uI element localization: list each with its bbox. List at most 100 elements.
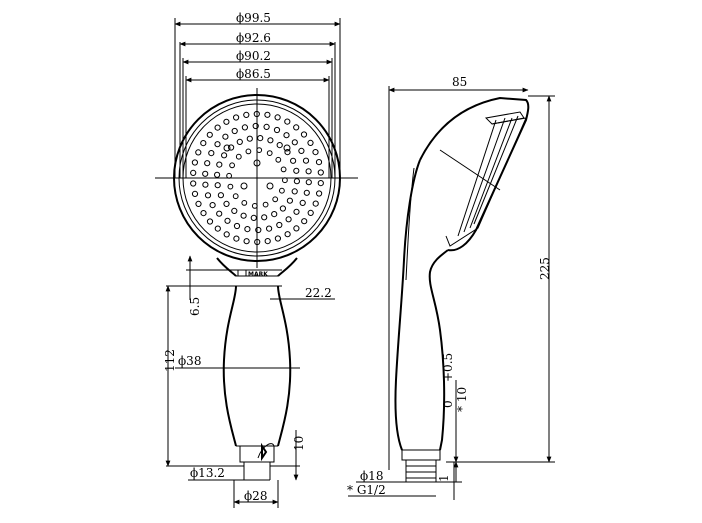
nozzle-dot [191, 190, 199, 197]
nozzle-dot [250, 214, 257, 221]
nozzle-dot [283, 144, 291, 152]
nozzle-dot [252, 122, 259, 130]
nozzle-dot [209, 202, 216, 209]
nozzle-dot [214, 141, 221, 148]
nozzle-dot [280, 166, 287, 173]
nozzle-dot [274, 114, 281, 121]
tol-plus: +0.5 [441, 353, 455, 382]
nozzle-dot [217, 192, 224, 199]
nozzle-dot [276, 142, 283, 149]
nozzle-dot [283, 132, 290, 139]
nozzle-dot [231, 207, 238, 214]
dim-d13-2: ϕ13.2 [190, 466, 225, 480]
handle-neck [186, 257, 298, 287]
nozzle-dot [223, 144, 231, 152]
nozzle-dot [272, 196, 279, 203]
nozzle-dot [229, 162, 236, 169]
nozzle-dot [317, 169, 324, 176]
nozzle-dot [206, 218, 214, 225]
nozzle-dot [274, 235, 281, 242]
nozzle-dot [245, 148, 252, 155]
nozzle-dot [275, 156, 282, 163]
nozzle-dot [221, 152, 228, 159]
nozzle-dot [263, 123, 270, 131]
nozzle-dot [200, 210, 207, 217]
nozzle-dot [240, 212, 247, 219]
nozzle-dot [293, 208, 300, 215]
nozzle-dot [232, 193, 239, 200]
dim-225: 225 [538, 257, 552, 280]
nozzle-dot [290, 157, 297, 164]
nozzle-dot [316, 190, 323, 197]
dim-6-5: 6.5 [188, 297, 202, 316]
dim-d86-5: ϕ86.5 [236, 67, 271, 81]
dim-1: 1 [437, 474, 451, 482]
nozzle-dot [264, 111, 271, 118]
nozzle-dot [279, 187, 285, 194]
nozzle-dot [267, 137, 274, 144]
nozzle-dot [284, 149, 291, 156]
nozzle-dot [293, 167, 300, 174]
nozzle-dot [228, 144, 235, 151]
nozzle-dot [195, 149, 202, 156]
nozzle-dot [195, 200, 202, 207]
nozzle-dot [224, 217, 231, 224]
nozzle-dot [276, 221, 283, 229]
nozzle-dot [235, 153, 242, 160]
nozzle-dot [243, 111, 250, 119]
nozzle-dot [251, 203, 258, 209]
dim-d90-2: ϕ90.2 [236, 49, 271, 63]
nozzle-dot [293, 124, 300, 131]
dim-22-2: 22.2 [305, 286, 332, 300]
nozzle-dot [240, 182, 248, 190]
side-head [419, 96, 530, 252]
nozzle-dot [282, 177, 288, 184]
nozzle-dot [307, 139, 314, 146]
nozzle-dot [233, 235, 240, 242]
nozzle-dot [200, 140, 207, 147]
nozzle-dot [286, 197, 293, 204]
nozzle-dot [271, 211, 278, 218]
nozzle-dot [256, 147, 263, 154]
nozzle-dot [253, 110, 260, 118]
nozzle-dot [312, 149, 319, 156]
nozzle-dot [266, 182, 274, 190]
nozzle-dot [315, 159, 323, 166]
front-view: ϕ99.5 ϕ92.6 ϕ90.2 ϕ86.5 MARK [155, 11, 358, 508]
nozzle-dot [216, 161, 223, 168]
nozzle-dot [204, 160, 211, 167]
nozzle-dot [214, 225, 221, 232]
nozzle-dot [291, 188, 298, 195]
dim-10-tolerance: * 10 [455, 387, 469, 412]
dim-10: 10 [292, 436, 306, 451]
nozzle-dot [202, 181, 209, 188]
nozzle-dot [244, 226, 251, 233]
tol-minus: 0 [441, 400, 455, 408]
nozzle-dot [262, 201, 269, 208]
side-view: 85 225 [347, 75, 555, 500]
nozzle-dot [243, 238, 250, 245]
nozzle-dot [190, 180, 197, 187]
dim-d18: ϕ18 [360, 469, 383, 483]
nozzle-dot [246, 135, 253, 142]
handle-length-dimensions [165, 255, 244, 467]
nozzle-dot [279, 205, 286, 212]
nozzle-dot [301, 218, 308, 225]
nozzle-dot [299, 199, 306, 206]
dim-112: 112 [163, 349, 177, 372]
dim-d28: ϕ28 [244, 489, 267, 503]
dim-d38: ϕ38 [178, 354, 201, 368]
nozzle-dot [226, 172, 233, 179]
nozzle-dot [202, 170, 209, 177]
nozzle-dot [222, 133, 229, 140]
nozzle-dot [216, 210, 223, 217]
nozzle-dot [300, 131, 308, 138]
nozzle-array [190, 110, 324, 246]
nozzle-dot [253, 159, 261, 167]
dim-g1-2: * G1/2 [347, 483, 386, 497]
nozzle-dot [291, 139, 298, 146]
nozzle-dot [303, 189, 310, 196]
nozzle-dot [208, 150, 215, 157]
nozzle-dot [255, 226, 262, 234]
nozzle-dot [227, 183, 234, 190]
